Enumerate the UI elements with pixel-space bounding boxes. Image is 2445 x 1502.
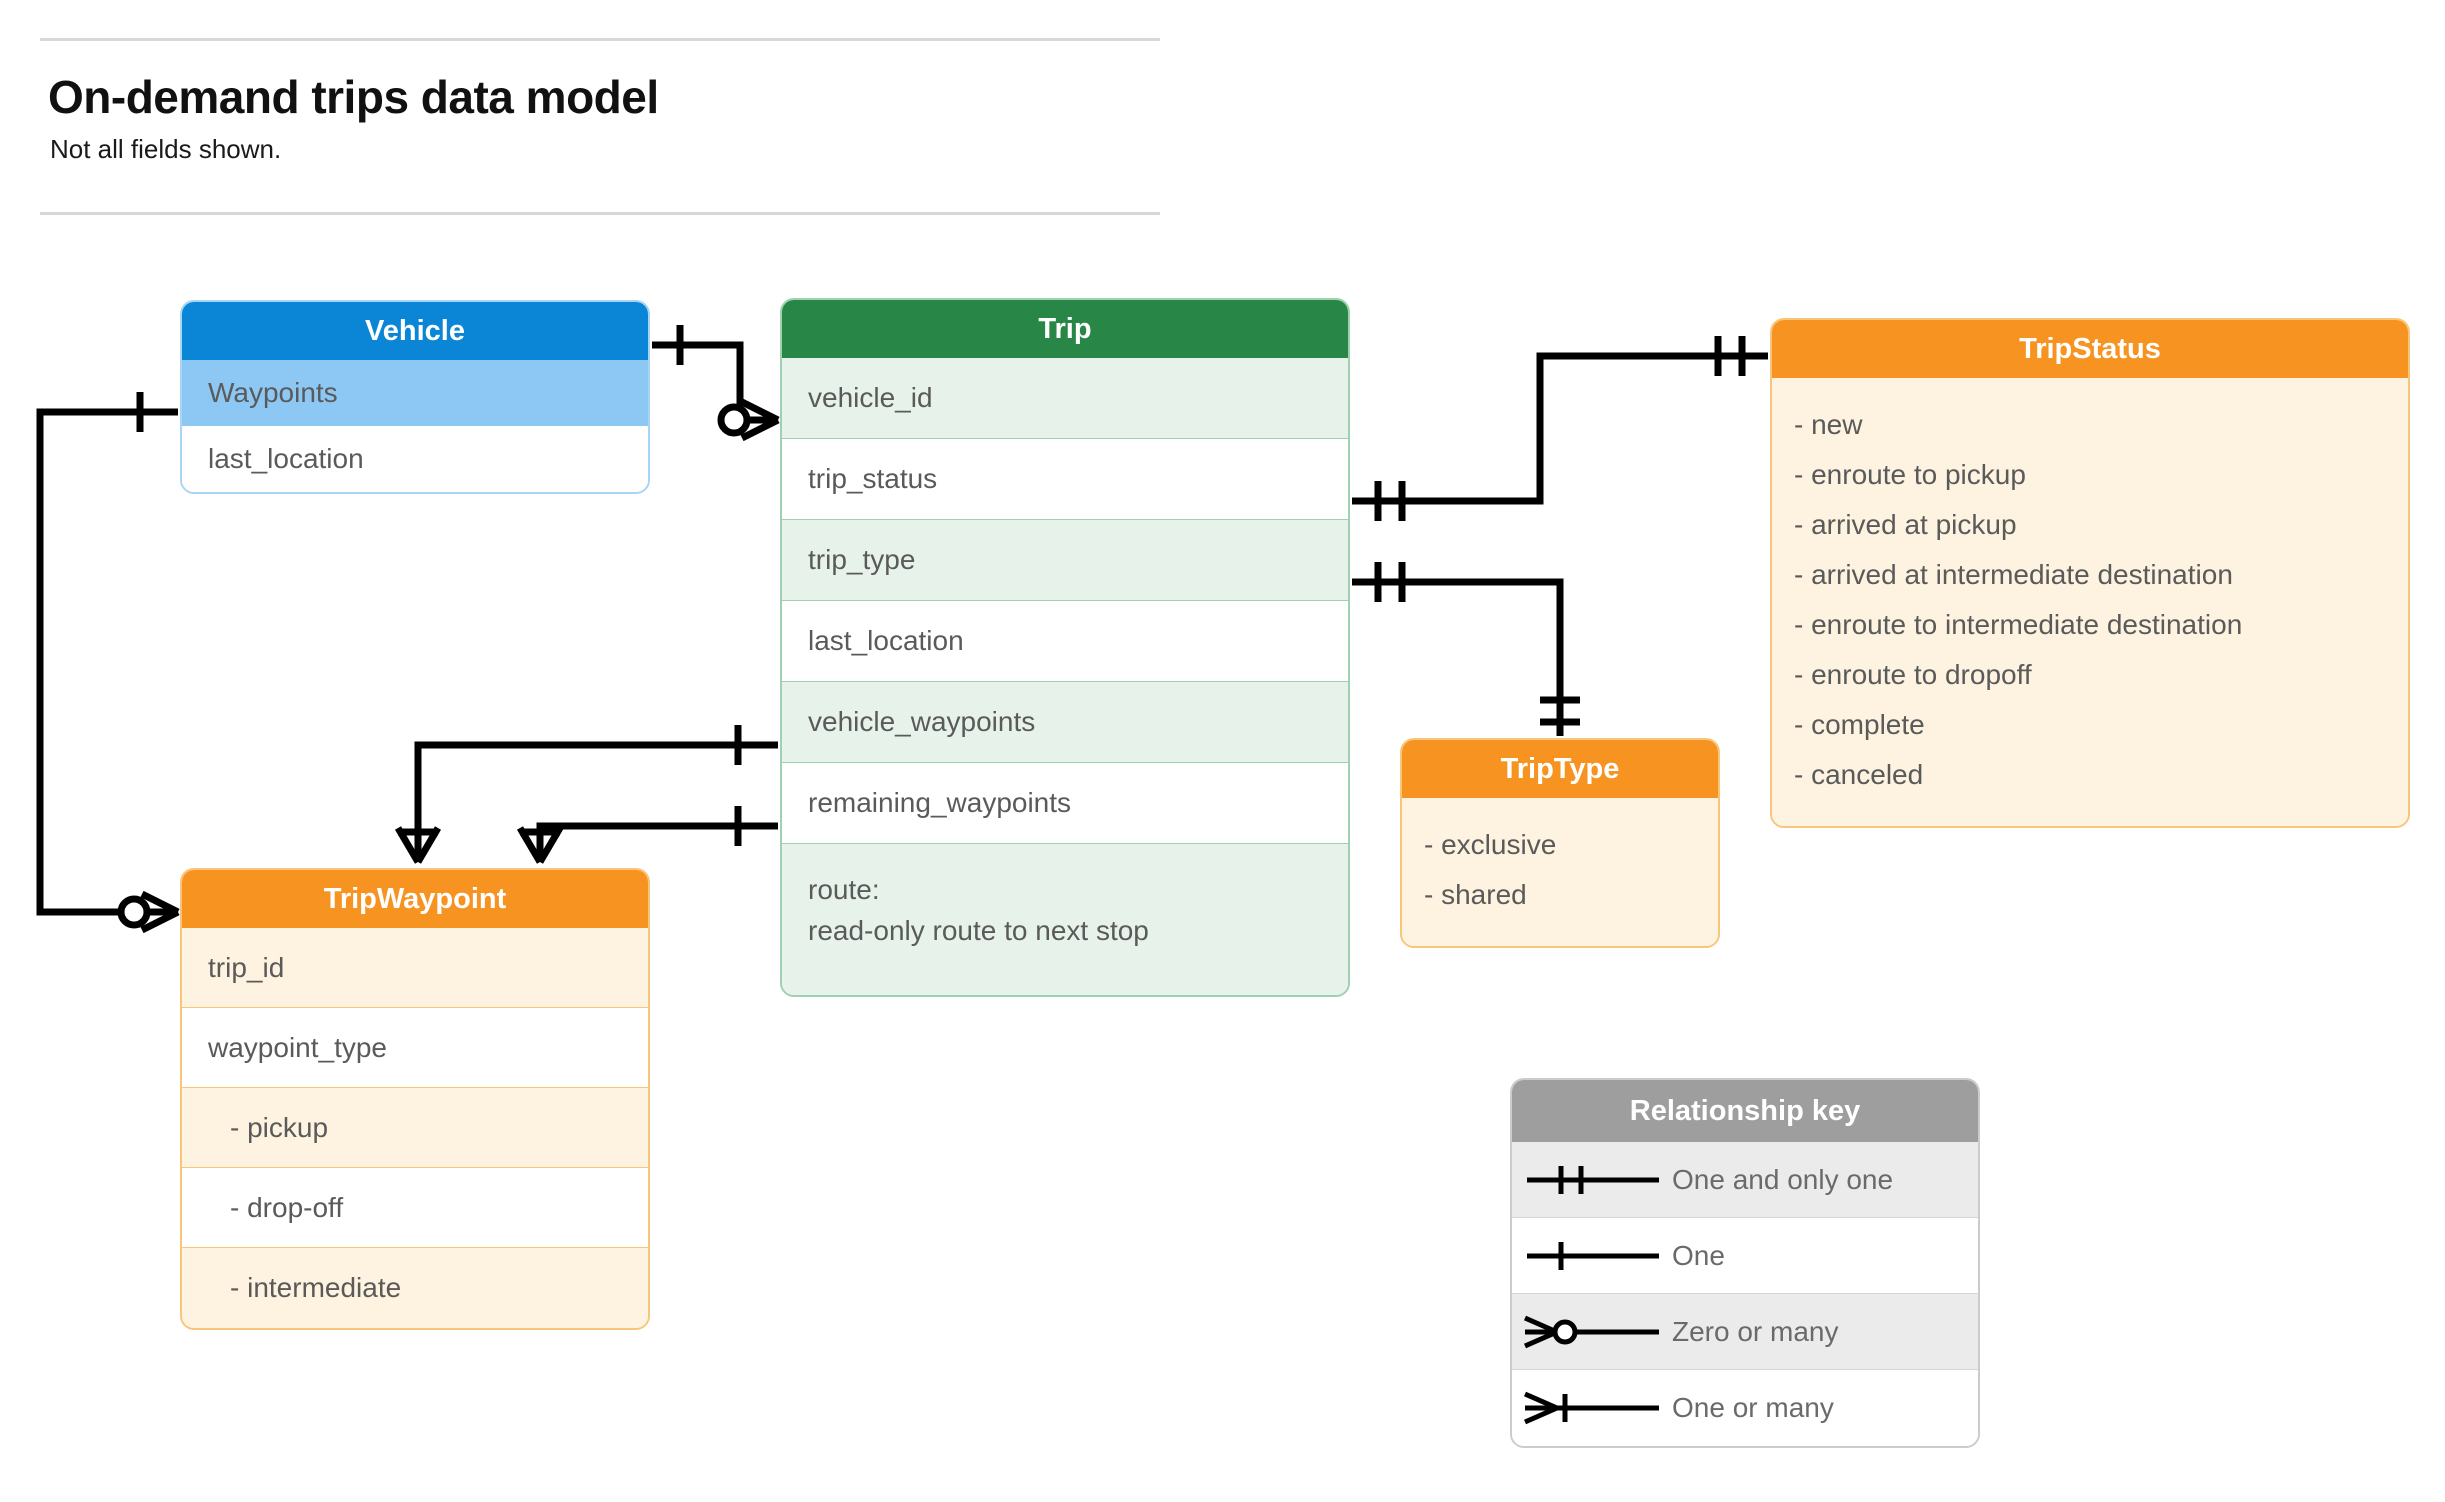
entity-trip-status-values: - new - enroute to pickup - arrived at p… <box>1772 378 2408 826</box>
legend-label: One or many <box>1672 1392 1834 1423</box>
relationship-key-title: Relationship key <box>1512 1080 1978 1142</box>
legend-row: One or many <box>1512 1370 1978 1446</box>
entity-vehicle-title: Vehicle <box>182 302 648 360</box>
field-row[interactable]: last_location <box>182 426 648 492</box>
entity-trip-status-title: TripStatus <box>1772 320 2408 378</box>
page-subtitle: Not all fields shown. <box>50 134 282 164</box>
header-divider-bottom <box>40 212 1160 215</box>
page-title: On-demand trips data model <box>48 71 659 123</box>
enum-value: - pickup <box>182 1088 648 1168</box>
field-row[interactable]: trip_type <box>782 520 1348 601</box>
field-row-route[interactable]: route: read-only route to next stop <box>782 844 1348 995</box>
enum-value: - arrived at pickup <box>1794 508 2017 540</box>
field-row[interactable]: remaining_waypoints <box>782 763 1348 844</box>
one-or-many-icon <box>1512 1388 1672 1428</box>
field-row[interactable]: waypoint_type <box>182 1008 648 1088</box>
entity-trip-type-values: - exclusive - shared <box>1402 798 1718 946</box>
enum-value: - intermediate <box>182 1248 648 1328</box>
field-row[interactable]: vehicle_waypoints <box>782 682 1348 763</box>
header-divider-top <box>40 38 1160 41</box>
entity-trip-type[interactable]: TripType - exclusive - shared <box>1400 738 1720 948</box>
legend-label: One and only one <box>1672 1163 1894 1195</box>
legend-label: Zero or many <box>1672 1315 1839 1347</box>
entity-vehicle[interactable]: Vehicle Waypoints last_location <box>180 300 650 494</box>
entity-trip[interactable]: Trip vehicle_id trip_status trip_type la… <box>780 298 1350 997</box>
enum-value: - drop-off <box>182 1168 648 1248</box>
enum-value: - enroute to intermediate destination <box>1794 608 2243 640</box>
entity-trip-fields: vehicle_id trip_status trip_type last_lo… <box>782 358 1348 995</box>
relationship-key-legend: Relationship key One and only one <box>1510 1078 1980 1448</box>
entity-trip-waypoint-title: TripWaypoint <box>182 870 648 928</box>
field-route-label: route: <box>808 874 880 905</box>
enum-value: - exclusive <box>1424 828 1557 860</box>
enum-value: - arrived at intermediate destination <box>1794 558 2233 590</box>
enum-value: - enroute to pickup <box>1794 458 2026 490</box>
field-row[interactable]: trip_status <box>782 439 1348 520</box>
field-row[interactable]: trip_id <box>182 928 648 1008</box>
entity-vehicle-fields: Waypoints last_location <box>182 360 648 492</box>
field-row[interactable]: vehicle_id <box>782 358 1348 439</box>
entity-trip-title: Trip <box>782 300 1348 358</box>
field-row[interactable]: Waypoints <box>182 360 648 426</box>
field-row[interactable]: last_location <box>782 601 1348 682</box>
legend-row: One and only one <box>1512 1142 1978 1218</box>
enum-value: - canceled <box>1794 758 1924 790</box>
legend-row: One <box>1512 1218 1978 1294</box>
zero-or-many-icon <box>1512 1312 1672 1352</box>
entity-trip-waypoint[interactable]: TripWaypoint trip_id waypoint_type - pic… <box>180 868 650 1330</box>
one-and-only-one-icon <box>1512 1160 1672 1200</box>
enum-value: - shared <box>1424 878 1527 910</box>
enum-value: - enroute to dropoff <box>1794 658 2032 690</box>
entity-trip-waypoint-fields: trip_id waypoint_type - pickup - drop-of… <box>182 928 648 1328</box>
enum-value: - new <box>1794 408 1863 440</box>
one-icon <box>1512 1236 1672 1276</box>
field-route-description: read-only route to next stop <box>808 914 1149 946</box>
legend-row: Zero or many <box>1512 1294 1978 1370</box>
entity-trip-type-title: TripType <box>1402 740 1718 798</box>
enum-value: - complete <box>1794 708 1925 740</box>
entity-trip-status[interactable]: TripStatus - new - enroute to pickup - a… <box>1770 318 2410 828</box>
legend-label: One <box>1672 1239 1725 1271</box>
